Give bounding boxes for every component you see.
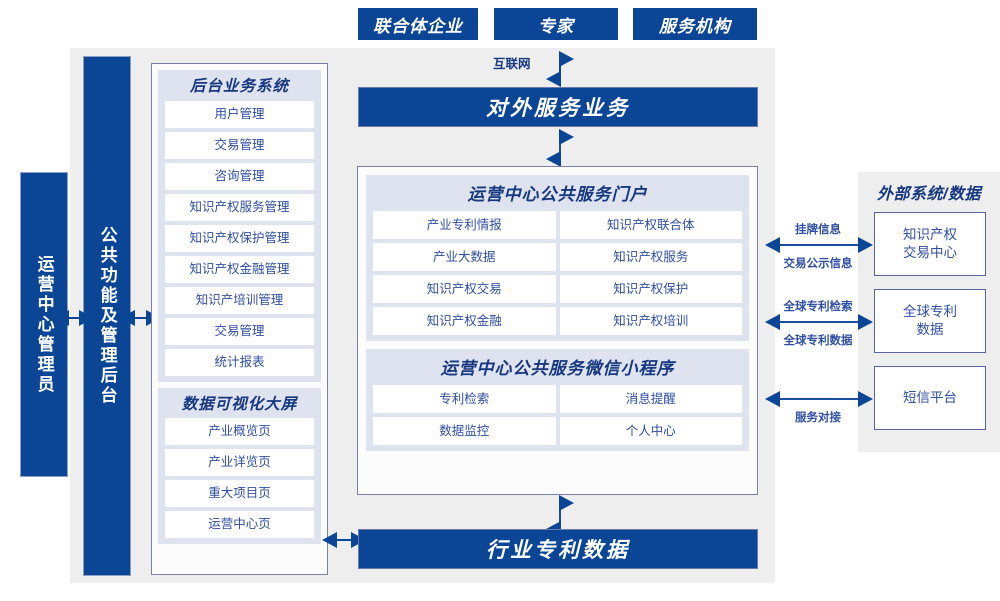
label-line-1: 全球专利	[903, 303, 957, 319]
connector-label-service-integration: 服务对接	[795, 412, 841, 424]
external-service-business-label: 对外服务业务	[486, 97, 630, 120]
industry-patent-data-bar[interactable]: 行业专利数据	[358, 529, 758, 569]
service-to-portal-arrow	[546, 129, 574, 167]
list-item[interactable]: 知识产权培训	[559, 307, 742, 335]
external-box-sms-platform[interactable]: 短信平台	[874, 366, 986, 430]
wechat-miniprogram-title: 运营中心公共服务微信小程序	[440, 359, 675, 378]
actor-label: 专家	[538, 16, 574, 36]
connector-label-global-patent-search: 全球专利检索	[783, 301, 853, 313]
connector-label-trade-announcement: 交易公示信息	[783, 258, 853, 270]
external-box-label: 全球专利 数据	[903, 303, 957, 339]
external-box-label: 短信平台	[903, 389, 957, 405]
backend-to-industry-data-arrow	[322, 530, 366, 550]
list-item[interactable]: 知识产权服务管理	[165, 193, 314, 221]
list-item[interactable]: 知识产权交易	[373, 275, 556, 303]
connector-label-listing-info: 挂牌信息	[795, 224, 841, 236]
data-visualization-items: 产业概览页 产业详览页 重大项目页 运营中心页	[165, 418, 314, 538]
public-service-portal-items: 产业专利情报 知识产权联合体 产业大数据 知识产权服务 知识产权交易 知识产权保…	[373, 211, 742, 335]
list-item[interactable]: 产业概览页	[165, 418, 314, 445]
backend-system-title: 后台业务系统	[189, 78, 289, 95]
actor-box-expert[interactable]: 专家	[494, 8, 618, 40]
label-line-2: 数据	[916, 322, 944, 337]
external-connector-arrow-2	[765, 312, 873, 332]
list-item[interactable]: 知识产权联合体	[559, 211, 742, 239]
admin-to-backend-arrow	[54, 308, 94, 328]
list-item[interactable]: 知识产权保护	[559, 275, 742, 303]
external-connector-arrow-1	[765, 235, 873, 255]
list-item[interactable]: 数据监控	[373, 417, 556, 445]
portal-to-industry-data-arrow	[546, 495, 574, 537]
public-service-portal-title: 运营中心公共服务门户	[467, 185, 648, 204]
column-label: 公共功能及管理后台	[97, 226, 117, 406]
list-item[interactable]: 消息提醒	[559, 385, 742, 413]
list-item[interactable]: 交易管理	[165, 317, 314, 345]
list-item[interactable]: 知识产权保护管理	[165, 224, 314, 252]
backend-system-items: 用户管理 交易管理 咨询管理 知识产权服务管理 知识产权保护管理 知识产权金融管…	[165, 100, 314, 376]
external-box-label: 知识产权 交易中心	[903, 226, 957, 262]
external-systems-title: 外部系统/数据	[877, 186, 981, 203]
list-item[interactable]: 产业详览页	[165, 449, 314, 476]
external-connector-arrow-3	[765, 389, 873, 409]
list-item[interactable]: 专利检索	[373, 385, 556, 413]
list-item[interactable]: 产业大数据	[373, 243, 556, 271]
list-item[interactable]: 个人中心	[559, 417, 742, 445]
list-item[interactable]: 知识产权金融	[373, 307, 556, 335]
label-line-2: 交易中心	[903, 245, 957, 260]
external-service-business-bar[interactable]: 对外服务业务	[358, 87, 758, 127]
internet-arrow	[546, 50, 574, 88]
list-item[interactable]: 知识产权服务	[559, 243, 742, 271]
external-box-ip-trading-center[interactable]: 知识产权 交易中心	[874, 212, 986, 276]
actor-box-service-organization[interactable]: 服务机构	[633, 8, 757, 40]
list-item[interactable]: 知识产权金融管理	[165, 255, 314, 283]
list-item[interactable]: 重大项目页	[165, 480, 314, 507]
column-label: 运营中心管理员	[34, 254, 54, 395]
data-visualization-title: 数据可视化大屏	[181, 395, 298, 413]
list-item[interactable]: 统计报表	[165, 348, 314, 376]
label-line-1: 知识产权	[903, 226, 957, 242]
list-item[interactable]: 产业专利情报	[373, 211, 556, 239]
data-visualization-group: 数据可视化大屏 产业概览页 产业详览页 重大项目页 运营中心页	[158, 387, 321, 544]
actor-label: 服务机构	[659, 16, 731, 36]
backend-panel-frame: 后台业务系统 用户管理 交易管理 咨询管理 知识产权服务管理 知识产权保护管理 …	[151, 63, 328, 575]
actor-box-alliance-enterprise[interactable]: 联合体企业	[358, 8, 478, 40]
wechat-miniprogram-group: 运营中心公共服务微信小程序 专利检索 消息提醒 数据监控 个人中心	[366, 349, 749, 451]
industry-patent-data-label: 行业专利数据	[486, 539, 630, 562]
column-public-function-admin-backend[interactable]: 公共功能及管理后台	[83, 56, 131, 576]
column-operation-center-admin[interactable]: 运营中心管理员	[20, 172, 68, 477]
external-box-global-patent-data[interactable]: 全球专利 数据	[874, 289, 986, 353]
backend-system-group: 后台业务系统 用户管理 交易管理 咨询管理 知识产权服务管理 知识产权保护管理 …	[158, 70, 321, 382]
wechat-miniprogram-items: 专利检索 消息提醒 数据监控 个人中心	[373, 385, 742, 445]
list-item[interactable]: 交易管理	[165, 131, 314, 159]
portal-panel-frame: 运营中心公共服务门户 产业专利情报 知识产权联合体 产业大数据 知识产权服务 知…	[357, 166, 758, 495]
actor-label: 联合体企业	[373, 16, 463, 36]
connector-label-global-patent-data: 全球专利数据	[783, 335, 853, 347]
list-item[interactable]: 咨询管理	[165, 162, 314, 190]
backend-link-arrow	[120, 308, 161, 328]
internet-label: 互联网	[493, 57, 531, 71]
list-item[interactable]: 运营中心页	[165, 511, 314, 538]
public-service-portal-group: 运营中心公共服务门户 产业专利情报 知识产权联合体 产业大数据 知识产权服务 知…	[366, 175, 749, 341]
list-item[interactable]: 知识产培训管理	[165, 286, 314, 314]
list-item[interactable]: 用户管理	[165, 100, 314, 128]
